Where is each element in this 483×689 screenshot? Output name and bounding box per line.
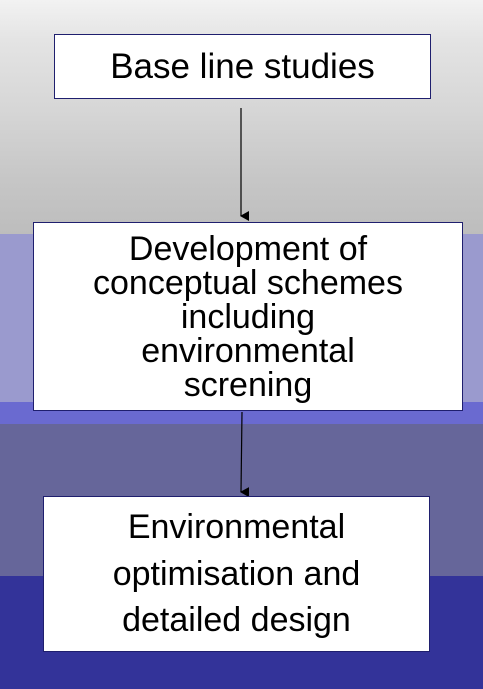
- environmental-optimisation-box: Environmental optimisation and detailed …: [43, 496, 430, 652]
- conceptual-schemes-label: Development of conceptual schemes includ…: [93, 229, 403, 404]
- arrow-conceptual-to-optimisation: [240, 411, 250, 498]
- baseline-studies-label: Base line studies: [110, 46, 375, 86]
- environmental-optimisation-label: Environmental optimisation and detailed …: [112, 507, 361, 640]
- baseline-studies-box: Base line studies: [54, 34, 431, 99]
- conceptual-schemes-box: Development of conceptual schemes includ…: [33, 222, 463, 411]
